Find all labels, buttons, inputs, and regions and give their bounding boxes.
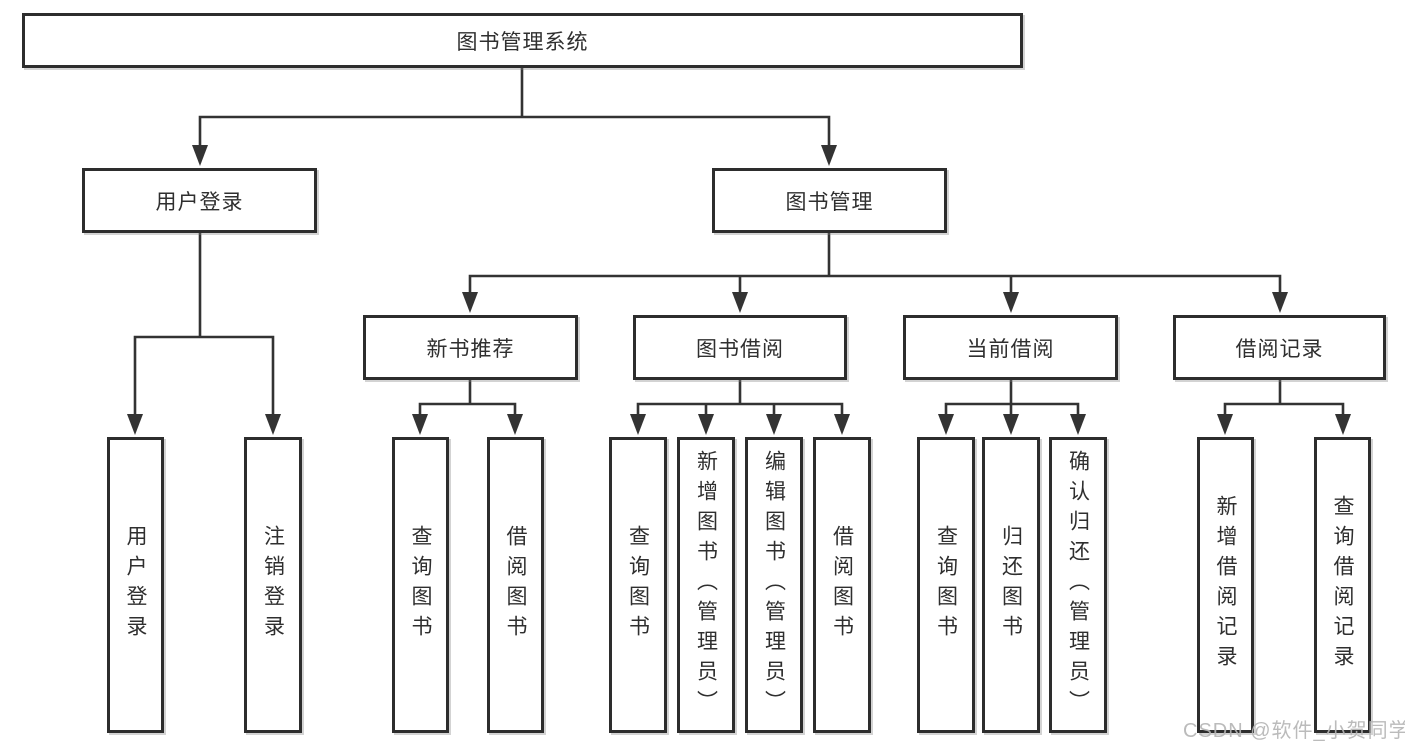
node-borrow-records: 借阅记录 bbox=[1173, 315, 1386, 380]
leaf-records-query-record: 查询借阅记录 bbox=[1314, 437, 1371, 733]
leaf-records-add-record: 新增借阅记录 bbox=[1197, 437, 1254, 733]
leaf-borrow-edit-books-admin: 编辑图书（管理员） bbox=[745, 437, 803, 733]
leaf-current-confirm-return-admin: 确认归还（管理员） bbox=[1049, 437, 1107, 733]
leaf-current-return-books: 归还图书 bbox=[982, 437, 1040, 733]
leaf-borrow-query-books: 查询图书 bbox=[609, 437, 667, 733]
leaf-newrec-borrow-books: 借阅图书 bbox=[487, 437, 544, 733]
leaf-current-query-books: 查询图书 bbox=[917, 437, 975, 733]
arrowheads bbox=[127, 145, 1351, 435]
leaf-logout: 注销登录 bbox=[244, 437, 302, 733]
node-user-login: 用户登录 bbox=[82, 168, 317, 233]
leaf-newrec-query-books: 查询图书 bbox=[392, 437, 449, 733]
node-book-borrow: 图书借阅 bbox=[633, 315, 847, 380]
leaf-borrow-borrow-books: 借阅图书 bbox=[813, 437, 871, 733]
node-new-book-recommend: 新书推荐 bbox=[363, 315, 578, 380]
csdn-watermark: CSDN @软件_小贺同学 bbox=[1183, 720, 1405, 742]
node-current-borrow: 当前借阅 bbox=[903, 315, 1118, 380]
node-root: 图书管理系统 bbox=[22, 13, 1023, 68]
leaf-user-login: 用户登录 bbox=[107, 437, 164, 733]
node-book-management: 图书管理 bbox=[712, 168, 947, 233]
leaf-borrow-add-books-admin: 新增图书（管理员） bbox=[677, 437, 735, 733]
